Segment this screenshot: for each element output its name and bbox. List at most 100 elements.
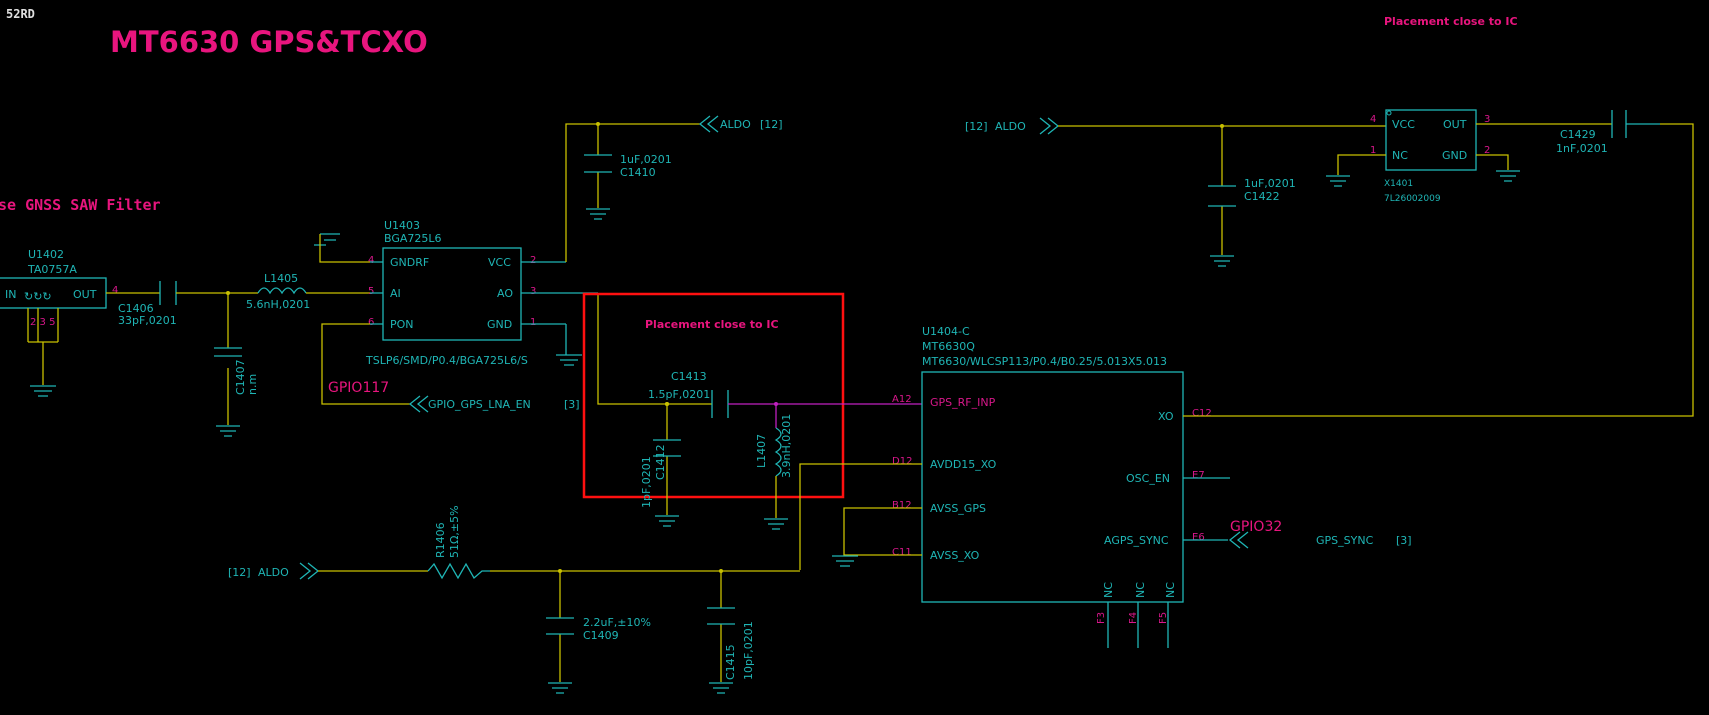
svg-text:GND: GND xyxy=(487,318,512,331)
svg-text:L1407: L1407 xyxy=(755,434,768,468)
svg-text:AVSS_GPS: AVSS_GPS xyxy=(930,502,986,515)
svg-text:MT6630Q: MT6630Q xyxy=(922,340,975,353)
svg-text:2.2uF,±10%: 2.2uF,±10% xyxy=(583,616,651,629)
svg-text:1uF,0201: 1uF,0201 xyxy=(620,153,672,166)
svg-text:↻↻↻: ↻↻↻ xyxy=(24,290,52,303)
svg-text:BGA725L6: BGA725L6 xyxy=(384,232,442,245)
svg-text:AVSS_XO: AVSS_XO xyxy=(930,549,980,562)
svg-text:L1405: L1405 xyxy=(264,272,298,285)
svg-text:B12: B12 xyxy=(892,500,912,511)
svg-text:X1401: X1401 xyxy=(1384,179,1413,189)
svg-text:3: 3 xyxy=(1484,114,1490,125)
svg-text:MT6630/WLCSP113/P0.4/B0.25/5.0: MT6630/WLCSP113/P0.4/B0.25/5.013X5.013 xyxy=(922,355,1167,368)
svg-text:NC: NC xyxy=(1134,582,1147,598)
svg-text:1uF,0201: 1uF,0201 xyxy=(1244,177,1296,190)
svg-text:E7: E7 xyxy=(1192,470,1205,481)
svg-text:C1406: C1406 xyxy=(118,302,154,315)
c1412-capacitor: 1pF,0201 C1412 xyxy=(640,402,681,527)
svg-text:F4: F4 xyxy=(1128,612,1139,624)
saw-filter-note: se GNSS SAW Filter xyxy=(0,196,161,214)
placement-highlight-box xyxy=(582,292,845,499)
svg-text:1pF,0201: 1pF,0201 xyxy=(640,456,653,508)
svg-text:2 3 5: 2 3 5 xyxy=(30,317,55,328)
svg-text:C1407: C1407 xyxy=(234,359,247,395)
aldo-bot-net: ALDO xyxy=(258,566,289,579)
svg-text:XO: XO xyxy=(1158,410,1174,423)
svg-text:D12: D12 xyxy=(892,456,912,467)
svg-text:GPS_RF_INP: GPS_RF_INP xyxy=(930,396,996,409)
aldo-mid-ref: [12] xyxy=(965,120,988,133)
lna-en-net: GPIO_GPS_LNA_EN xyxy=(428,398,531,411)
svg-text:C1409: C1409 xyxy=(583,629,619,642)
svg-text:C12: C12 xyxy=(1192,408,1212,419)
aldo-top-ref: [12] xyxy=(760,118,783,131)
svg-text:OUT: OUT xyxy=(73,288,97,301)
svg-text:TSLP6/SMD/P0.4/BGA725L6/S: TSLP6/SMD/P0.4/BGA725L6/S xyxy=(365,354,528,367)
svg-text:GNDRF: GNDRF xyxy=(390,256,429,269)
svg-text:AO: AO xyxy=(497,287,513,300)
svg-text:GND: GND xyxy=(1442,149,1467,162)
c1413-capacitor: C1413 1.5pF,0201 xyxy=(648,370,922,418)
gps-sync-ref: [3] xyxy=(1396,534,1412,547)
svg-text:AGPS_SYNC: AGPS_SYNC xyxy=(1104,534,1169,547)
u1404-mt6630: U1404-C MT6630Q MT6630/WLCSP113/P0.4/B0.… xyxy=(892,325,1249,648)
aldo-mid-net: ALDO xyxy=(995,120,1026,133)
svg-text:1.5pF,0201: 1.5pF,0201 xyxy=(648,388,710,401)
svg-text:PON: PON xyxy=(390,318,414,331)
svg-text:OUT: OUT xyxy=(1443,118,1467,131)
svg-text:C1415: C1415 xyxy=(724,644,737,680)
svg-text:NC: NC xyxy=(1164,582,1177,598)
r1406-resistor: R1406 51Ω,±5% xyxy=(427,505,490,580)
svg-text:R1406: R1406 xyxy=(434,522,447,558)
page-title: MT6630 GPS&TCXO xyxy=(110,25,428,59)
placement-note-box: Placement close to IC xyxy=(645,318,779,331)
svg-text:AVDD15_XO: AVDD15_XO xyxy=(930,458,997,471)
svg-text:C1422: C1422 xyxy=(1244,190,1280,203)
svg-text:3: 3 xyxy=(530,286,536,297)
svg-text:C1413: C1413 xyxy=(671,370,707,383)
svg-text:AI: AI xyxy=(390,287,401,300)
c1429-capacitor: C1429 1nF,0201 xyxy=(1556,110,1660,155)
svg-text:TA0757A: TA0757A xyxy=(27,263,77,276)
c1422-capacitor: 1uF,0201 C1422 xyxy=(1208,124,1296,267)
svg-text:U1403: U1403 xyxy=(384,219,420,232)
lna-en-ref: [3] xyxy=(564,398,580,411)
x1401-tcxo: X1401 7L26002009 VCC NC OUT GND 4 1 3 2 xyxy=(1370,109,1490,204)
svg-text:n.m: n.m xyxy=(246,374,259,395)
l1407-inductor: L1407 3.9nH,0201 xyxy=(755,402,793,530)
gps-sync-net: GPS_SYNC xyxy=(1316,534,1374,547)
svg-text:U1404-C: U1404-C xyxy=(922,325,970,338)
svg-text:C1429: C1429 xyxy=(1560,128,1596,141)
svg-text:4: 4 xyxy=(112,285,118,296)
svg-text:10pF,0201: 10pF,0201 xyxy=(742,621,755,680)
c1410-capacitor: 1uF,0201 C1410 xyxy=(584,122,672,220)
svg-text:7L26002009: 7L26002009 xyxy=(1384,194,1441,204)
l1405-inductor: L1405 5.6nH,0201 xyxy=(246,272,370,311)
svg-text:2: 2 xyxy=(530,255,536,266)
svg-text:33pF,0201: 33pF,0201 xyxy=(118,314,177,327)
svg-text:6: 6 xyxy=(368,317,374,328)
c1406-capacitor: C1406 33pF,0201 xyxy=(118,281,258,327)
svg-text:51Ω,±5%: 51Ω,±5% xyxy=(448,505,461,558)
svg-text:OSC_EN: OSC_EN xyxy=(1126,472,1170,485)
svg-text:IN: IN xyxy=(5,288,16,301)
svg-text:F5: F5 xyxy=(1158,612,1169,624)
svg-text:5: 5 xyxy=(368,286,374,297)
gpio117-label: GPIO117 xyxy=(328,380,389,396)
svg-text:VCC: VCC xyxy=(1392,118,1415,131)
svg-text:NC: NC xyxy=(1102,582,1115,598)
svg-text:1: 1 xyxy=(1370,145,1376,156)
svg-text:4: 4 xyxy=(368,255,374,266)
svg-text:2: 2 xyxy=(1484,145,1490,156)
aldo-top-net: ALDO xyxy=(720,118,751,131)
svg-text:NC: NC xyxy=(1392,149,1408,162)
svg-text:5.6nH,0201: 5.6nH,0201 xyxy=(246,298,310,311)
svg-text:C1412: C1412 xyxy=(654,444,667,480)
svg-text:VCC: VCC xyxy=(488,256,511,269)
c1409-capacitor: 2.2uF,±10% C1409 xyxy=(546,569,651,694)
c1415-capacitor: C1415 10pF,0201 xyxy=(707,569,755,694)
svg-text:3.9nH,0201: 3.9nH,0201 xyxy=(780,414,793,478)
svg-text:C1410: C1410 xyxy=(620,166,656,179)
logo: 52RD xyxy=(6,7,35,21)
